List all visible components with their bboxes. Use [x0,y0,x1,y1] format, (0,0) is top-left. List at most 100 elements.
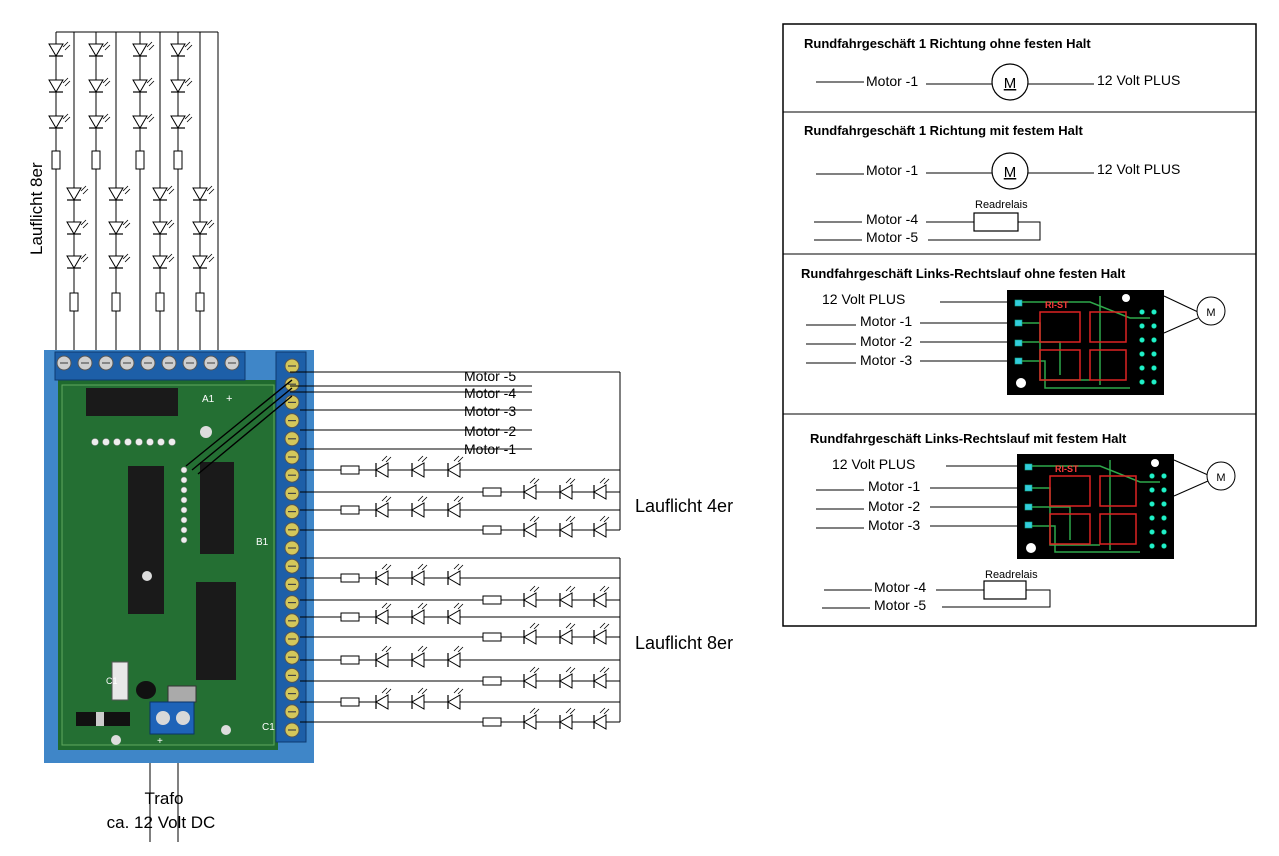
vertical-led-a1-0 [88,41,111,57]
motor-label-5: Motor -5 [464,368,516,384]
led-row-resistor-near-0 [340,465,360,475]
panel-3-input-2: Motor -2 [860,333,912,349]
panel-4-input-1: Motor -1 [868,478,920,494]
vertical-resistor-a1 [91,150,101,170]
panel-3-board-label: RI-ST [1045,300,1069,310]
vertical-led-b3-2 [192,253,215,269]
led-row-led-far-5-1 [559,707,576,730]
motor-wires [185,371,621,475]
vertical-resistor-b1 [111,292,121,312]
vertical-led-b2-2 [152,253,175,269]
led-row-led-near-0-1 [411,455,428,478]
lauflicht-8er-label: Lauflicht 8er [635,633,733,653]
panel-3-motor-symbol: M [1206,307,1215,319]
panel-4-relay-input-5: Motor -5 [874,597,926,613]
led-row-led-near-2-0 [375,563,392,586]
lauflicht-4er-label: Lauflicht 4er [635,496,733,516]
vertical-led-a0-2 [48,113,71,129]
led-row-led-far-4-0 [523,666,540,689]
vertical-led-a2-1 [132,77,155,93]
vertical-lauflicht-label: Lauflicht 8er [27,162,46,255]
vertical-led-b0-0 [66,185,89,201]
motor-label-2: Motor -2 [464,423,516,439]
panel-1-motor-right: 12 Volt PLUS [1097,72,1180,88]
vertical-led-a1-1 [88,77,111,93]
led-row-led-far-0-0 [523,477,540,500]
led-row-led-far-0-1 [559,477,576,500]
trafo-wires [149,763,179,842]
led-row-led-near-4-2 [447,645,464,668]
led-row-resistor-near-4 [340,655,360,665]
vertical-resistor-a0 [51,150,61,170]
vertical-led-a3-0 [170,41,193,57]
panel-2-motor-left: Motor -1 [866,162,918,178]
led-row-led-near-0-0 [375,455,392,478]
vertical-resistor-a2 [135,150,145,170]
vertical-led-a1-2 [88,113,111,129]
panel-2-title: Rundfahrgeschäft 1 Richtung mit festem H… [804,123,1083,138]
top-terminal-screws [56,355,240,371]
led-row-led-near-2-1 [411,563,428,586]
panel-4-input-plus: 12 Volt PLUS [832,456,915,472]
panel-3-motor-icon [1196,296,1226,326]
panel-4-relay-input-4: Motor -4 [874,579,926,595]
led-row-led-far-4-2 [593,666,610,689]
panel-3-input-3: Motor -3 [860,352,912,368]
panel-1-motor-symbol: M [1004,75,1017,92]
panel-2-motor-icon [991,152,1029,190]
panel-3: Rundfahrgeschäft Links-Rechtslauf ohne f… [801,266,1226,395]
vertical-led-a3-1 [170,77,193,93]
horizontal-led-rows [300,455,621,730]
led-row-resistor-far-4 [482,676,502,686]
led-row-led-near-5-1 [411,687,428,710]
led-row-led-far-3-1 [559,622,576,645]
trafo-voltage-label: ca. 12 Volt DC [107,813,216,832]
led-row-led-far-0-2 [593,477,610,500]
panel-4-motor-symbol: M [1216,472,1225,484]
led-row-resistor-near-1 [340,505,360,515]
vertical-led-b2-1 [152,219,175,235]
led-row-led-far-3-0 [523,622,540,645]
led-row-led-far-2-2 [593,585,610,608]
led-row-led-near-5-2 [447,687,464,710]
panel-4-relay-label: Readrelais [985,569,1038,581]
pcb-label-plus-bottom: + [157,736,163,747]
led-row-resistor-near-3 [340,612,360,622]
vertical-resistor-b0 [69,292,79,312]
led-row-led-near-4-1 [411,645,428,668]
motor-label-3: Motor -3 [464,403,516,419]
led-row-led-near-1-2 [447,495,464,518]
vertical-led-b0-1 [66,219,89,235]
led-row-led-near-3-0 [375,602,392,625]
vertical-led-b0-2 [66,253,89,269]
vertical-led-b2-0 [152,185,175,201]
panel-4-board: RI-ST [1017,454,1174,559]
vertical-led-a2-2 [132,113,155,129]
led-row-resistor-far-1 [482,525,502,535]
led-row-led-near-2-2 [447,563,464,586]
vertical-led-a2-0 [132,41,155,57]
vertical-led-b1-1 [108,219,131,235]
pcb-label-c1-left: C1 [106,676,118,686]
led-row-led-near-1-0 [375,495,392,518]
panel-2-relay-icon [973,212,1019,232]
led-row-led-near-0-2 [447,455,464,478]
vertical-lauflicht-strings [48,31,219,352]
vertical-resistor-a3 [173,150,183,170]
panel-4-motor-icon [1206,461,1236,491]
right-terminal-screws [284,358,300,738]
pcb-label-plus-top: + [226,393,232,405]
led-row-led-far-5-2 [593,707,610,730]
led-row-resistor-far-0 [482,487,502,497]
led-row-led-near-3-1 [411,602,428,625]
vertical-led-b3-0 [192,185,215,201]
led-row-led-far-2-0 [523,585,540,608]
vertical-resistor-b3 [195,292,205,312]
led-row-led-far-1-2 [593,515,610,538]
led-row-led-far-5-0 [523,707,540,730]
panel-1-motor-icon [991,63,1029,101]
led-row-resistor-far-5 [482,717,502,727]
panel-3-title: Rundfahrgeschäft Links-Rechtslauf ohne f… [801,266,1126,281]
led-row-led-far-2-1 [559,585,576,608]
